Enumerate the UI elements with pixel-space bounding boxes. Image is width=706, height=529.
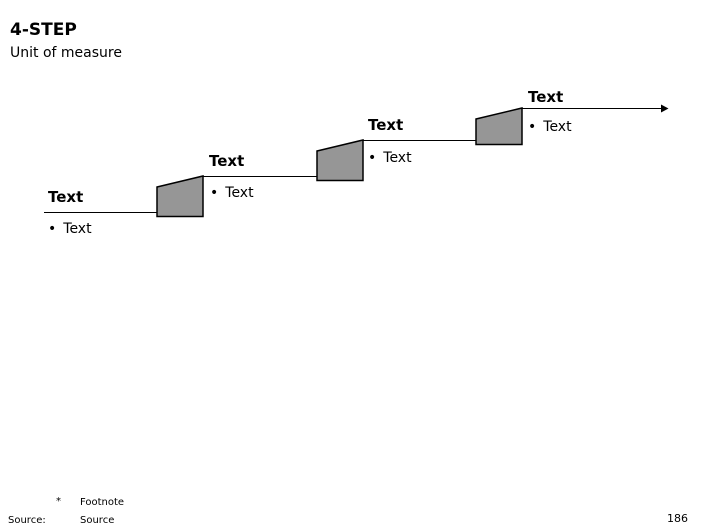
- step-3-riser: [475, 107, 523, 146]
- step-4-label: Text: [528, 88, 564, 106]
- step-4-bullet-text: Text: [543, 119, 572, 135]
- footnote-text: Footnote: [80, 497, 125, 508]
- source-label: Source:: [8, 515, 46, 526]
- step-1-bullet: • Text: [48, 221, 92, 237]
- source-text: Source: [80, 515, 115, 526]
- step-2-bullet-text: Text: [225, 185, 254, 201]
- step-2-label: Text: [209, 152, 245, 170]
- page-number: 186: [667, 512, 688, 525]
- step-1-label: Text: [48, 188, 84, 206]
- step-4-bullet: • Text: [528, 119, 572, 135]
- step-3-bullet: • Text: [368, 150, 412, 166]
- slide-title: 4-STEP: [10, 20, 77, 40]
- slide-subtitle: Unit of measure: [10, 45, 122, 61]
- step-1-riser: [156, 175, 204, 218]
- bullet-icon: •: [48, 221, 57, 237]
- step-3-label: Text: [368, 116, 404, 134]
- bullet-icon: •: [368, 150, 377, 166]
- step-3-bullet-text: Text: [383, 150, 412, 166]
- arrowhead-icon: [661, 104, 669, 113]
- step-1-bullet-text: Text: [63, 221, 92, 237]
- bullet-icon: •: [528, 119, 537, 135]
- step-2-bullet: • Text: [210, 185, 254, 201]
- footnote-marker: *: [56, 496, 61, 507]
- bullet-icon: •: [210, 185, 219, 201]
- staircase-diagram: [44, 104, 669, 218]
- step-2-riser: [316, 139, 364, 182]
